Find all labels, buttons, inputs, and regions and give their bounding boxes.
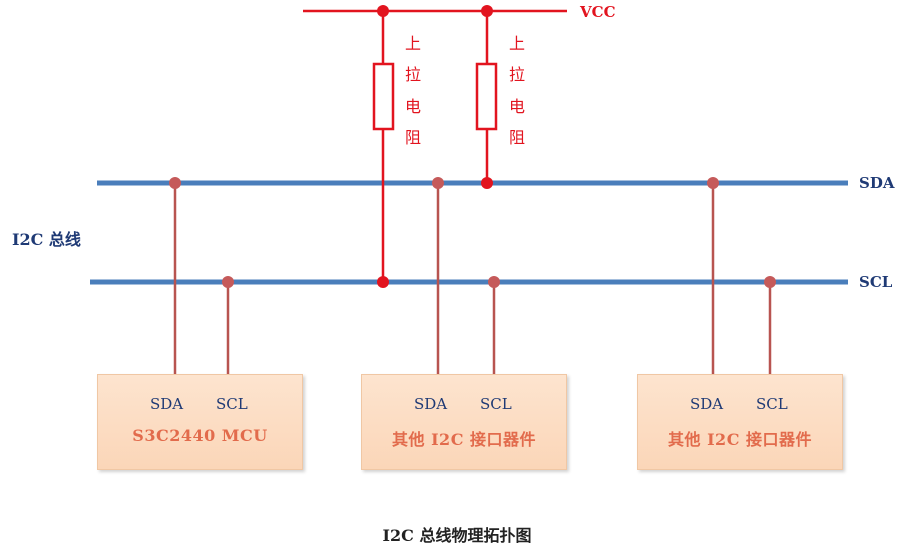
- bus-title: I2C 总线: [12, 230, 81, 249]
- node-dev2-sda: [432, 177, 444, 189]
- pullup-resistor-sda: [475, 62, 498, 131]
- node-mcu-sda: [169, 177, 181, 189]
- vcc-label: VCC: [580, 3, 616, 21]
- device-pin-scl: SCL: [756, 395, 788, 413]
- pullup-char: 电: [509, 97, 526, 116]
- pullup-char: 拉: [509, 65, 526, 84]
- node-dev3-sda: [707, 177, 719, 189]
- node-dev2-scl: [488, 276, 500, 288]
- pullup-char: 拉: [405, 65, 422, 84]
- pullup-char: 阻: [405, 128, 422, 147]
- device-pin-scl: SCL: [216, 395, 248, 413]
- device-pin-sda: SDA: [690, 395, 724, 413]
- device-label: S3C2440 MCU: [132, 426, 268, 445]
- device-label: 其他 I2C 接口器件: [668, 430, 812, 449]
- device-box-mcu: SDA SCL S3C2440 MCU: [97, 374, 303, 470]
- scl-bus-label: SCL: [859, 273, 893, 291]
- device-pin-sda: SDA: [414, 395, 448, 413]
- vcc-node-1: [377, 5, 389, 17]
- device-label: 其他 I2C 接口器件: [392, 430, 536, 449]
- device-box-dev3: SDA SCL 其他 I2C 接口器件: [637, 374, 843, 470]
- pullup-sda-node: [481, 177, 493, 189]
- pullup-char: 上: [405, 34, 422, 53]
- node-dev3-scl: [764, 276, 776, 288]
- device-pin-sda: SDA: [150, 395, 184, 413]
- device-pin-scl: SCL: [480, 395, 512, 413]
- pullup-resistor-scl: [372, 62, 395, 131]
- pullup-char: 阻: [509, 128, 526, 147]
- pullup-char: 电: [405, 97, 422, 116]
- pullup-char: 上: [509, 34, 526, 53]
- sda-bus-label: SDA: [859, 174, 895, 192]
- vcc-node-2: [481, 5, 493, 17]
- pullup-scl-node: [377, 276, 389, 288]
- node-mcu-scl: [222, 276, 234, 288]
- device-box-dev2: SDA SCL 其他 I2C 接口器件: [361, 374, 567, 470]
- diagram-caption: I2C 总线物理拓扑图: [382, 526, 532, 545]
